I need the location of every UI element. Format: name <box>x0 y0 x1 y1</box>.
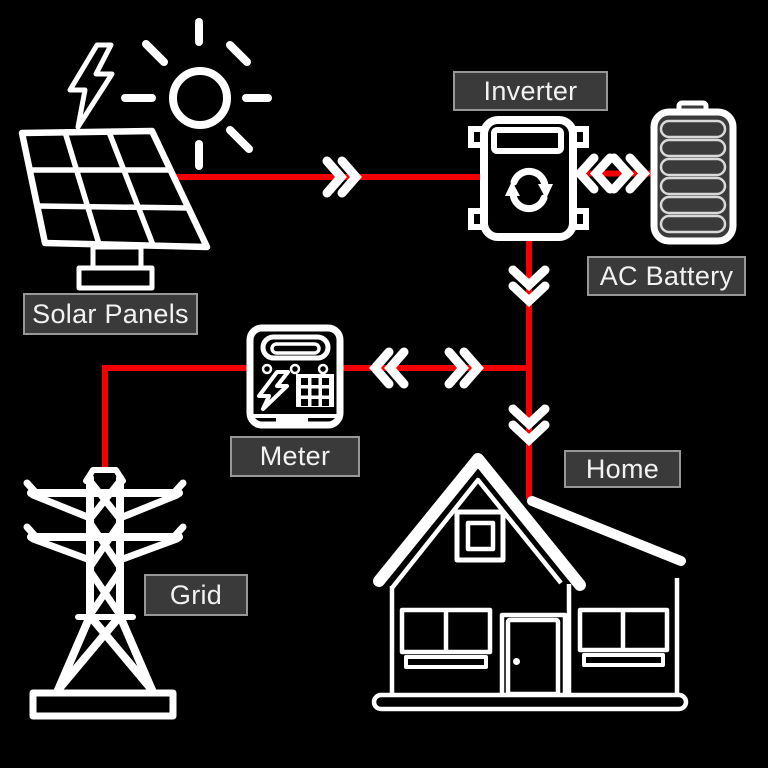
attic-window <box>454 509 506 563</box>
sun-icon <box>121 18 272 170</box>
tower-crossarm-top <box>23 479 187 522</box>
label-ac-battery: AC Battery <box>587 256 746 296</box>
label-inverter: Inverter <box>453 71 608 111</box>
meter-bolt-icon <box>257 370 290 411</box>
right-window <box>577 607 670 667</box>
arrow-down-inverter-icon <box>508 265 550 308</box>
arrow-bidirectional-battery-icon <box>573 153 651 194</box>
inverter-icon <box>468 116 589 241</box>
meter-keypad-icon <box>296 374 334 407</box>
arrow-bidirectional-meter-icon <box>369 347 484 389</box>
left-window <box>399 607 493 669</box>
door-knob <box>513 658 520 665</box>
label-meter: Meter <box>230 436 360 477</box>
solar-panel-icon <box>18 127 211 291</box>
grid-tower-icon <box>23 467 187 720</box>
home-icon <box>371 453 689 712</box>
arrow-down-home-icon <box>508 404 550 447</box>
label-home: Home <box>564 450 681 488</box>
lightning-bolt-icon <box>67 42 115 130</box>
tower-crossarm-bottom <box>23 523 187 564</box>
cycle-arrows-icon <box>505 167 553 213</box>
label-grid: Grid <box>144 574 248 616</box>
inverter-mount-tabs <box>468 126 589 230</box>
flow-arrows <box>322 153 651 447</box>
arrow-right-solar-icon <box>322 156 362 198</box>
battery-cells <box>659 119 727 234</box>
ground-line <box>371 692 689 712</box>
door <box>499 612 568 697</box>
battery-icon <box>650 100 737 245</box>
meter-icon <box>246 324 344 429</box>
label-solar-panels: Solar Panels <box>23 293 198 335</box>
